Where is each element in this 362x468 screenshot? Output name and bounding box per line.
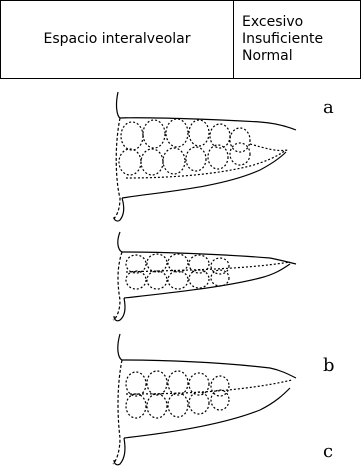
option-insuficiente: Insuficiente — [242, 31, 360, 48]
interalveolar-space-table: Espacio interalveolar Excesivo Insuficie… — [0, 0, 361, 79]
table-row: Espacio interalveolar Excesivo Insuficie… — [1, 1, 361, 79]
figure-letter-c: c — [323, 442, 333, 462]
dental-arch-excessive-space-drawing — [100, 88, 300, 223]
dental-arch-insufficient-space-drawing — [100, 228, 300, 324]
dental-arch-normal-space-drawing — [100, 330, 300, 468]
table-label-cell: Espacio interalveolar — [1, 1, 234, 79]
figure-letter-a: a — [323, 98, 334, 118]
table-options-cell: Excesivo Insuficiente Normal — [234, 1, 361, 79]
option-excesivo: Excesivo — [242, 14, 360, 31]
option-normal: Normal — [242, 48, 360, 65]
figure-letter-b: b — [323, 356, 335, 376]
